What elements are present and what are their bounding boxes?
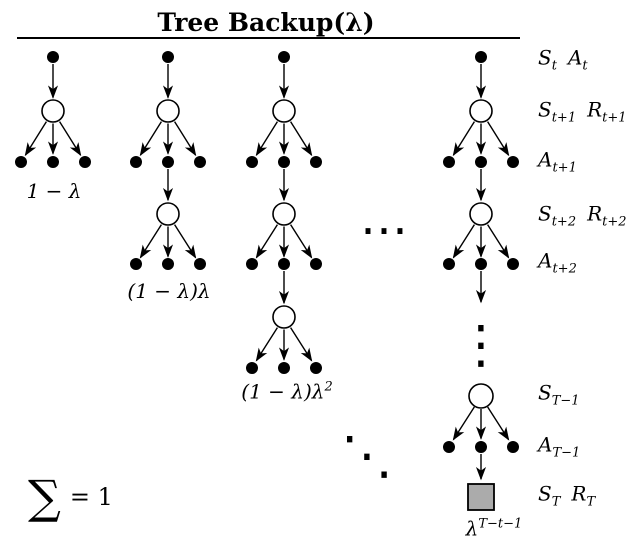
weight-label-tree1: 1 − λ [26,179,82,203]
action-node [162,51,174,63]
arrow [255,327,278,362]
action-node [278,258,290,270]
action-node [443,156,455,168]
state-node [156,99,180,123]
action-node [246,156,258,168]
state-node [156,202,180,226]
action-node [475,258,487,270]
sum-equals-one: = 1 [69,483,113,511]
action-node [246,362,258,374]
action-node [310,258,322,270]
action-node [194,156,206,168]
arrow [452,121,475,157]
state-node [272,305,296,329]
action-node [162,156,174,168]
action-node [278,51,290,63]
state-node [41,99,65,123]
sum-equation: ∑ = 1 [28,474,113,520]
arrow [139,121,162,157]
action-node [475,156,487,168]
action-node [47,51,59,63]
diagram-title: Tree Backup(λ) [157,8,375,37]
action-node [130,156,142,168]
state-node [469,202,493,226]
tree-1 [15,51,91,168]
action-node [79,156,91,168]
tree-4 [443,51,519,511]
arrow [487,121,510,157]
ellipsis-horizontal-icon: ⋯ [360,202,408,258]
state-node [272,99,296,123]
ellipsis-vertical-icon: ⋮ [455,315,507,375]
action-node [130,258,142,270]
terminal-node [467,483,495,511]
row-label-atm1: AT−1 [538,432,581,461]
arrow [487,406,510,441]
action-node [310,362,322,374]
action-node [310,156,322,168]
tree-3 [246,51,322,374]
sigma-symbol: ∑ [28,470,61,524]
action-node [507,441,519,453]
row-label-at1: At+1 [538,147,577,176]
arrow [255,224,278,259]
row-label-stm1: ST−1 [538,380,580,409]
weight-label-tree2: (1 − λ)λ [127,279,211,303]
action-node [278,362,290,374]
arrow [487,224,510,259]
action-node [507,258,519,270]
ellipsis-diagonal-icon: ⋱ [341,426,393,486]
arrow [255,121,278,157]
state-node [272,202,296,226]
action-node [194,258,206,270]
arrow [290,327,313,362]
weight-label-tree3: (1 − λ)λ2 [241,379,333,404]
state-node [468,383,494,409]
arrow [139,224,162,259]
arrow [452,224,475,259]
state-node [469,99,493,123]
action-node [475,51,487,63]
action-node [475,441,487,453]
action-node [507,156,519,168]
tree-2 [130,51,206,270]
title-underline [17,37,520,39]
action-node [278,156,290,168]
arrow [290,121,313,157]
arrow [290,224,313,259]
action-node [443,258,455,270]
action-node [47,156,59,168]
weight-label-tree4: λT−t−1 [465,516,523,541]
action-node [162,258,174,270]
arrow [174,121,197,157]
action-node [15,156,27,168]
arrow [59,121,82,157]
arrow [452,406,475,441]
arrow [24,121,47,157]
arrow [174,224,197,259]
action-node [443,441,455,453]
row-label-at2: At+2 [538,248,577,277]
action-node [246,258,258,270]
